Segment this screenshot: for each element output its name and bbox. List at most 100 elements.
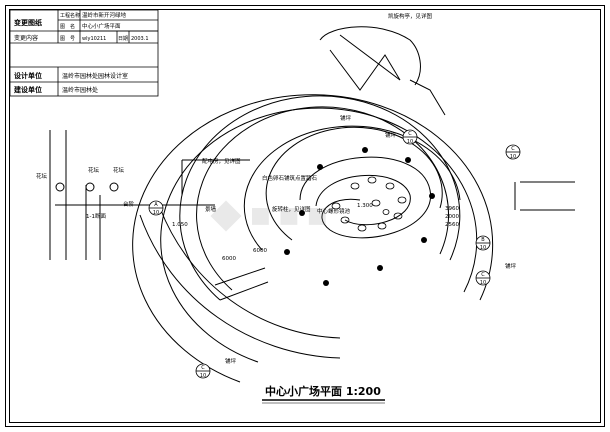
callout-bottom: 10 <box>480 245 486 251</box>
label-lawn: 铺坪 <box>505 262 517 270</box>
project-name-label: 工程名称 <box>60 12 80 19</box>
callout: A 10 <box>148 200 164 216</box>
spiral-path <box>299 156 431 239</box>
drawing-title: 中心小广场平面 1:200 <box>265 384 381 398</box>
label-elevation: 1.300 <box>357 203 373 209</box>
pavilion-lines <box>329 49 401 91</box>
callout-top: B <box>481 237 485 243</box>
date-value: 2003.1 <box>131 36 149 42</box>
label-flower-bed: 花坛 <box>113 166 125 174</box>
callout: C 10 <box>195 363 211 379</box>
callout: B 10 <box>475 235 491 251</box>
title-block <box>9 9 159 97</box>
outer-ring-arc <box>132 94 494 383</box>
outer-ring-arc-inner <box>160 107 478 363</box>
drawing-no-label: 图 号 <box>60 36 75 42</box>
pavilion-wing <box>409 79 446 116</box>
callout: C 10 <box>475 270 491 286</box>
spiral-path-inner <box>315 174 411 226</box>
inner-ring-arc <box>243 125 461 251</box>
right-boundary <box>514 181 575 211</box>
callout: C 10 <box>505 144 521 160</box>
drawing-title-group: 中心小广场平面 1:200 <box>262 384 385 404</box>
drawing-no-value: wly10211 <box>82 36 106 42</box>
lamp-dot <box>405 157 411 163</box>
plaza-rings <box>132 94 494 383</box>
inner-ring-arc-2 <box>265 126 443 241</box>
design-unit-label: 设计单位 <box>14 71 42 80</box>
flower-beds <box>55 182 119 192</box>
label-section: 1-1断面 <box>86 212 106 220</box>
change-content-label: 变更内容 <box>14 34 38 42</box>
callout-top: C <box>511 146 515 152</box>
lamp-dot <box>317 164 323 170</box>
lamp-dot <box>377 265 383 271</box>
label-flower-bed: 花坛 <box>88 166 100 174</box>
stone <box>397 196 407 204</box>
label-flower-bed: 花坛 <box>36 172 48 180</box>
label-pavilion: 凯旋构亭，见详图 <box>388 12 433 20</box>
left-area <box>49 130 250 260</box>
callout-bottom: 10 <box>200 373 206 379</box>
label-dim: 2000 <box>445 214 459 220</box>
callout-top: C <box>481 272 485 278</box>
change-drawing-label: 变更图纸 <box>14 18 42 27</box>
lamp-dot <box>284 249 290 255</box>
walkway-arc-inner <box>159 207 341 339</box>
stone <box>393 212 403 220</box>
drawing-name-value: 中心小广场平面 <box>82 22 121 30</box>
pavilion-diag <box>339 34 401 81</box>
stone <box>331 202 341 210</box>
stone <box>371 199 381 207</box>
callout-top: C <box>408 131 412 137</box>
flower-bed-circle <box>55 182 65 192</box>
label-steps: 台阶 <box>123 200 135 208</box>
flower-bed-circle <box>109 182 119 192</box>
middle-ring-arc-inner <box>196 106 450 291</box>
callout-bottom: 10 <box>153 210 159 216</box>
label-dim: 3960 <box>445 206 459 212</box>
watermark-text: ■ ■ ■ <box>250 203 328 228</box>
label-elevation: 1.050 <box>172 222 188 228</box>
middle-ring-arc <box>179 95 461 301</box>
inner-frame <box>9 9 601 423</box>
annotations: 凯旋构亭，见详图 配电房，见详图 白色卵石铺筑点置踏石 旋转柱，见详图 中心螺形… <box>36 12 517 365</box>
pavilion-outline <box>319 26 421 86</box>
callout-top: A <box>154 202 158 208</box>
lamp-dot <box>429 193 435 199</box>
flower-bed-circle <box>85 182 95 192</box>
label-center-pool: 中心螺形镜池 <box>317 207 351 215</box>
lamp-markers <box>284 147 435 286</box>
stone <box>357 224 367 232</box>
callout-bottom: 10 <box>510 154 516 160</box>
design-unit-value: 温岭市园林处园林设计室 <box>62 72 128 80</box>
walkway <box>139 207 341 359</box>
lamp-dot <box>421 237 427 243</box>
band-edge-2 <box>219 281 269 301</box>
stone <box>377 222 387 230</box>
section-callouts: C 10 C 10 A 10 B 10 C 10 <box>148 129 521 379</box>
label-dim: 6000 <box>222 256 236 262</box>
stone <box>350 182 360 190</box>
label-dim: 6000 <box>253 248 267 254</box>
drawing-name-label: 图 名 <box>60 23 75 30</box>
callout-bottom: 10 <box>480 280 486 286</box>
label-dim: 2560 <box>445 222 459 228</box>
pavilion-area <box>319 26 446 116</box>
construction-unit-label: 建设单位 <box>14 85 42 94</box>
label-lawn: 铺坪 <box>340 114 352 122</box>
label-spiral-column: 旋转柱，见详图 <box>272 205 311 213</box>
walkway-arc-outer <box>139 214 341 359</box>
stone <box>367 176 377 184</box>
band-edge-1 <box>214 267 266 286</box>
callout-bottom: 10 <box>407 139 413 145</box>
stone <box>382 209 390 215</box>
outer-frame <box>5 5 605 427</box>
lamp-dot <box>323 280 329 286</box>
label-white-cobble: 白色卵石铺筑点置踏石 <box>262 174 318 182</box>
callout: C 10 <box>402 129 418 145</box>
label-landscape-wall: 景墙 <box>205 205 217 213</box>
stepping-stones <box>331 176 407 232</box>
